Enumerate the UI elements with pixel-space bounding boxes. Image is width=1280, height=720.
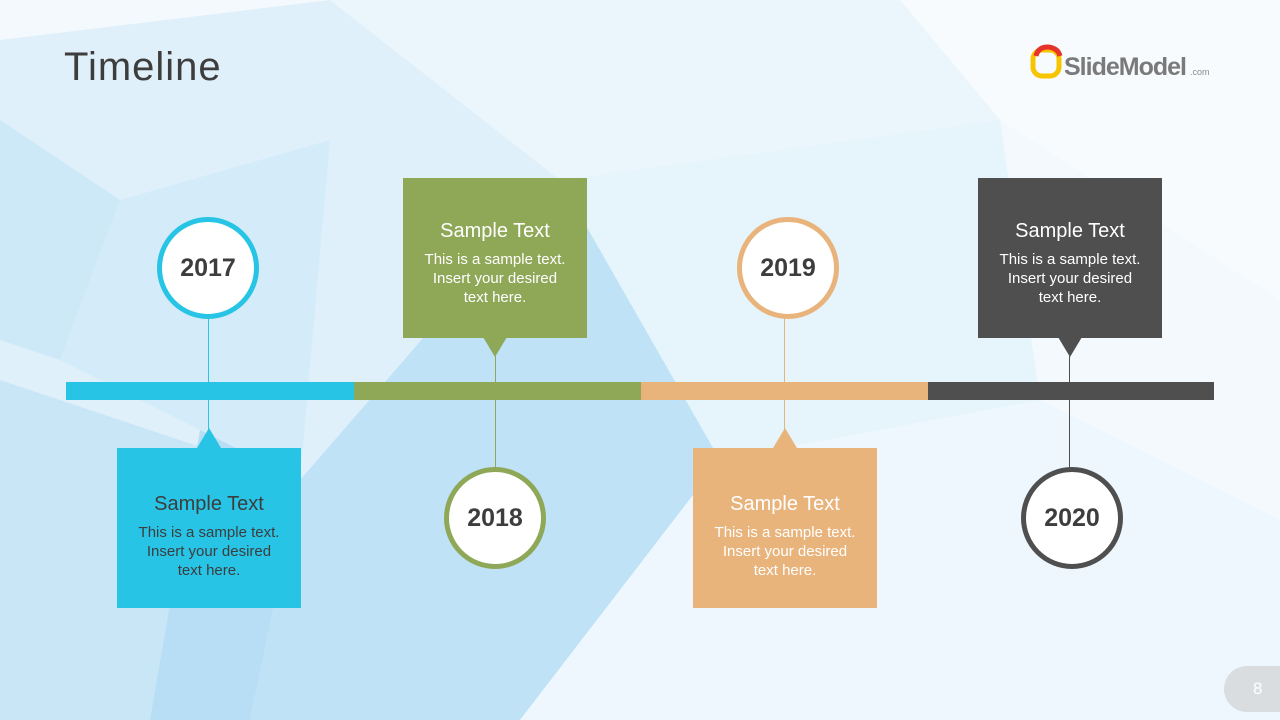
year-circle-2020: 2020 [1021,467,1123,569]
callout-body: This is a sample text. Insert your desir… [999,251,1141,306]
year-label: 2017 [180,253,236,282]
timeline-segment-2020 [928,382,1214,400]
callout-heading: Sample Text [730,493,840,515]
year-label: 2019 [760,253,816,282]
year-circle-2017: 2017 [157,217,259,319]
callout-body: This is a sample text. Insert your desir… [138,524,280,579]
timeline-segment-2018 [354,382,641,400]
page-number: 8 [1253,679,1263,698]
callout-box-2019: Sample Text This is a sample text. Inser… [693,448,877,608]
callout-pointer [1058,337,1082,357]
slide-title: Timeline [64,45,222,89]
callout-body: This is a sample text. Insert your desir… [424,251,566,306]
connector-2020 [1069,356,1070,468]
page-number-badge: 8 [1224,666,1280,712]
year-label: 2018 [467,503,523,532]
callout-pointer [773,428,797,448]
callout-box-2020: Sample Text This is a sample text. Inser… [978,178,1162,338]
logo-suffix: .com [1190,67,1210,77]
connector-2018 [495,356,496,468]
logo-wordmark: SlideModel [1064,53,1187,81]
connector-2017 [208,318,209,430]
callout-heading: Sample Text [440,220,550,242]
callout-box-2017: Sample Text This is a sample text. Inser… [117,448,301,608]
timeline-segment-2017 [66,382,354,400]
year-circle-2018: 2018 [444,467,546,569]
callout-heading: Sample Text [154,493,264,515]
slidemodel-logo: SlideModel .com [1030,42,1230,86]
connector-2019 [784,318,785,430]
callout-pointer [483,337,507,357]
logo-mark-icon [1030,44,1063,79]
callout-pointer [197,428,221,448]
year-label: 2020 [1044,503,1100,532]
callout-body: This is a sample text. Insert your desir… [714,524,856,579]
callout-box-2018: Sample Text This is a sample text. Inser… [403,178,587,338]
callout-heading: Sample Text [1015,220,1125,242]
year-circle-2019: 2019 [737,217,839,319]
